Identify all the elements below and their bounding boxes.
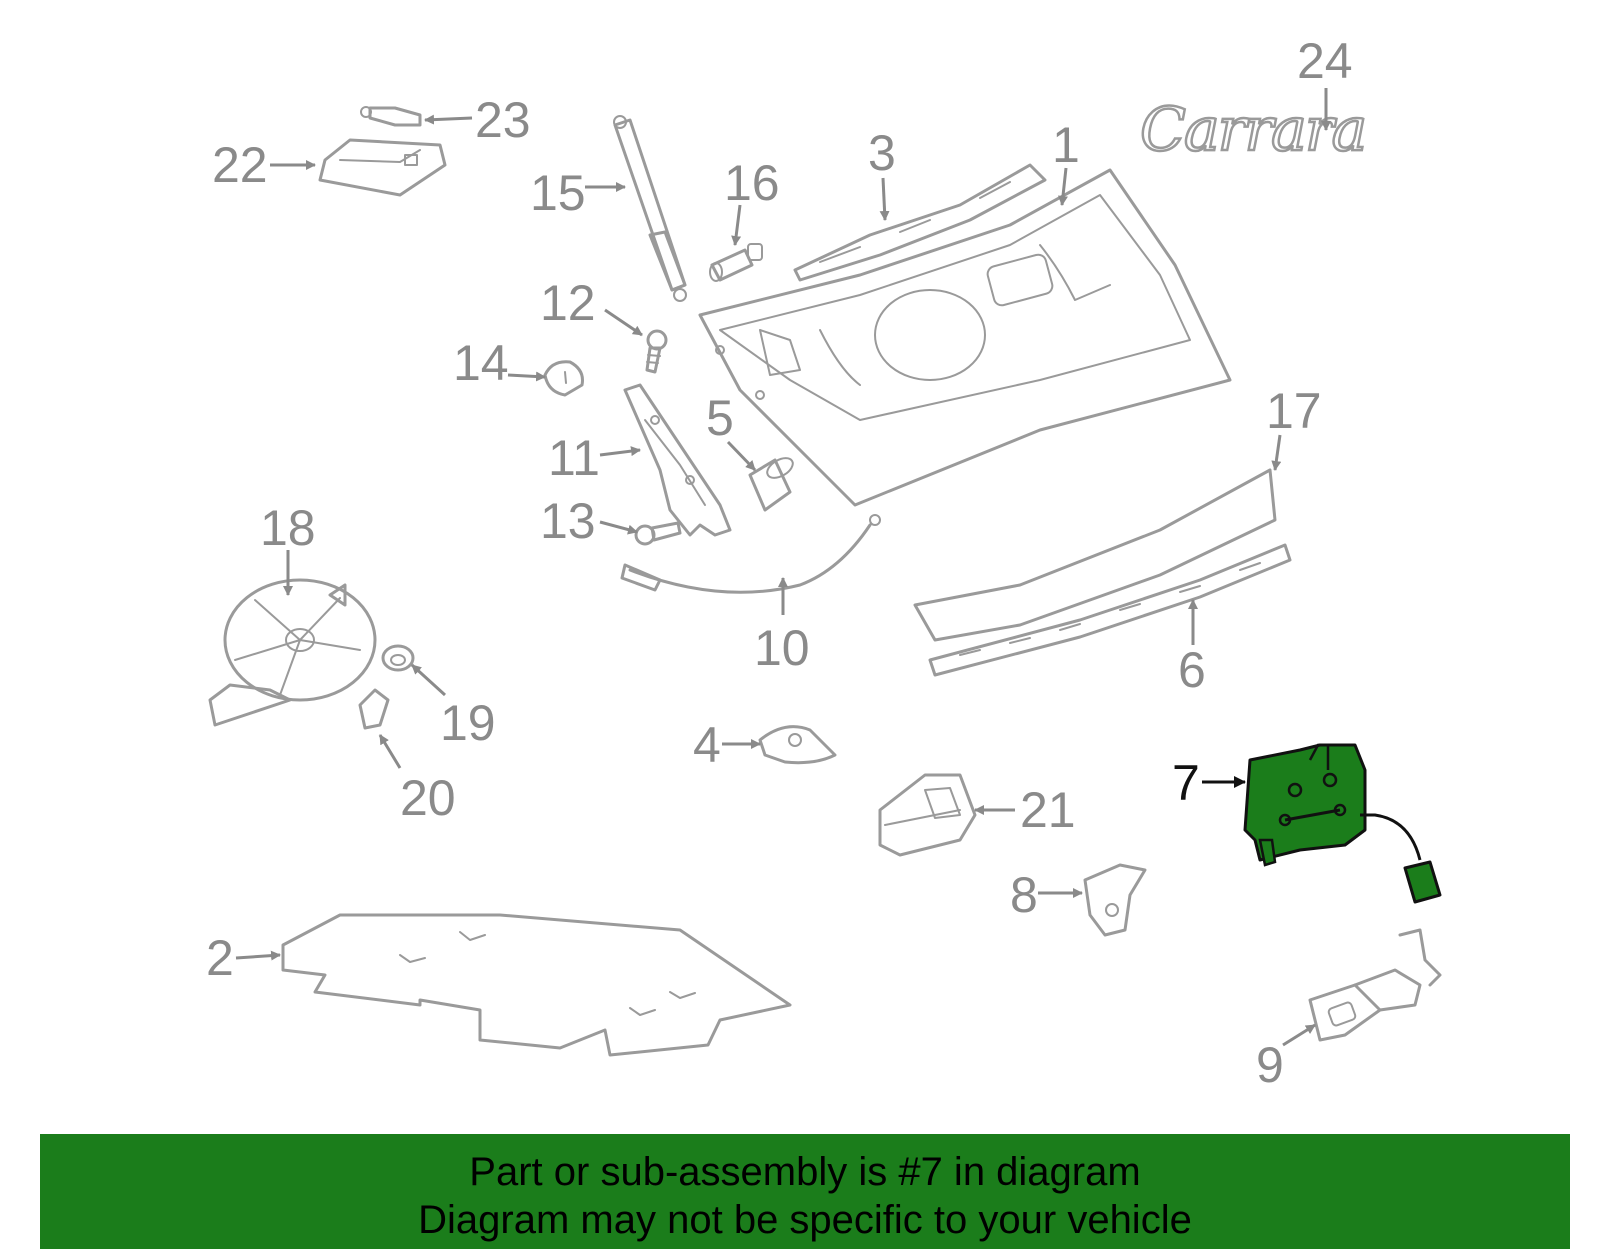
callout-4: 4 (693, 717, 721, 773)
part-8-bracket (1083, 863, 1147, 937)
callout-17: 17 (1266, 383, 1322, 439)
part-17-trim-panel (913, 468, 1277, 642)
callout-18: 18 (260, 500, 316, 556)
emblem-carrara: Carrara (1140, 95, 1365, 165)
part-14-cap (543, 360, 584, 397)
info-banner: Part or sub-assembly is #7 in diagram Di… (40, 1134, 1570, 1249)
banner-line-1: Part or sub-assembly is #7 in diagram (469, 1150, 1141, 1194)
part-13-bolt (634, 521, 682, 546)
part-18-fan (208, 578, 377, 727)
callout-13: 13 (540, 493, 596, 549)
callout-19: 19 (440, 695, 496, 751)
callout-5: 5 (706, 390, 734, 446)
callout-15: 15 (530, 165, 586, 221)
part-11-hinge (623, 383, 732, 537)
callout-21: 21 (1020, 782, 1076, 838)
callout-12: 12 (540, 275, 596, 331)
part-2-liner (281, 913, 792, 1057)
part-15-gas-strut (613, 115, 687, 302)
callout-8: 8 (1010, 867, 1038, 923)
part-12-screw (645, 329, 668, 374)
callout-2: 2 (206, 930, 234, 986)
part-9-lock-cylinder (1308, 928, 1442, 1042)
part-23-bulb (360, 106, 422, 127)
part-6-lower-seal (928, 543, 1292, 677)
callout-11: 11 (548, 430, 600, 486)
callout-20: 20 (400, 770, 456, 826)
part-3-seal-strip (793, 163, 1047, 282)
part-10-release-cable (620, 514, 881, 594)
callout-14: 14 (453, 335, 509, 391)
part-7-latch-highlighted[interactable] (1243, 743, 1442, 904)
callout-22: 22 (212, 137, 268, 193)
callout-24: 24 (1297, 33, 1353, 89)
part-21-housing (878, 773, 977, 857)
banner-line-2: Diagram may not be specific to your vehi… (418, 1198, 1192, 1242)
callout-7: 7 (1172, 755, 1200, 811)
callout-9: 9 (1256, 1037, 1284, 1093)
part-20-cap (358, 688, 390, 730)
callout-1: 1 (1052, 117, 1080, 173)
callout-10: 10 (754, 620, 810, 676)
callout-16: 16 (724, 155, 780, 211)
part-22-lamp-housing (318, 138, 447, 197)
part-5-buffer (748, 457, 794, 512)
part-1-trunk-lid (698, 168, 1232, 507)
callout-3: 3 (868, 125, 896, 181)
part-4-clip (758, 725, 837, 765)
callout-23: 23 (475, 92, 531, 148)
callout-6: 6 (1178, 642, 1206, 698)
part-16-bushing (709, 243, 763, 282)
part-24-emblem: Carrara (1139, 94, 1369, 167)
part-19-grommet (381, 644, 415, 672)
